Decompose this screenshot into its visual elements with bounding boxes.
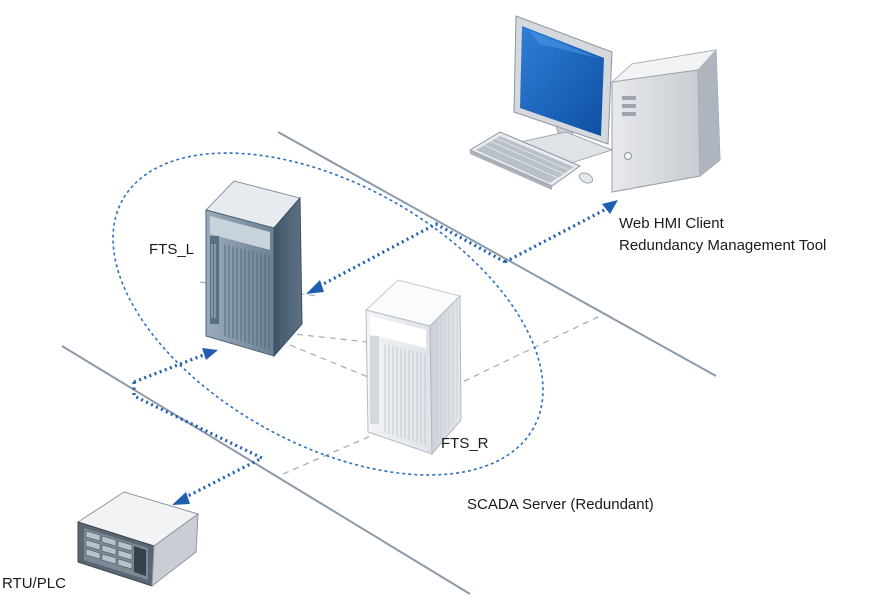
fts-r-label: FTS_R <box>441 435 489 452</box>
redundant-server-boundary <box>112 152 544 476</box>
workstation-icon <box>468 15 721 193</box>
flow-hmi-to-network <box>504 200 618 264</box>
server-tower-icon <box>205 180 303 358</box>
redundancy-tool-label: Redundancy Management Tool <box>619 237 827 254</box>
rtu-plc-label: RTU/PLC <box>2 575 66 592</box>
web-hmi-client-label: Web HMI Client <box>619 215 724 232</box>
network-line-hmi <box>277 131 717 377</box>
server-tower-standby-icon <box>364 279 462 456</box>
network-line-field <box>61 345 471 595</box>
rtu-plc-rack-icon <box>76 491 200 588</box>
flow-fieldbus-to-rtu <box>132 382 266 505</box>
flow-network-to-fts-l <box>306 222 506 294</box>
fts-l-label: FTS_L <box>149 241 195 258</box>
scada-server-label: SCADA Server (Redundant) <box>467 496 654 513</box>
flow-fieldbus-to-fts-l <box>133 348 218 384</box>
